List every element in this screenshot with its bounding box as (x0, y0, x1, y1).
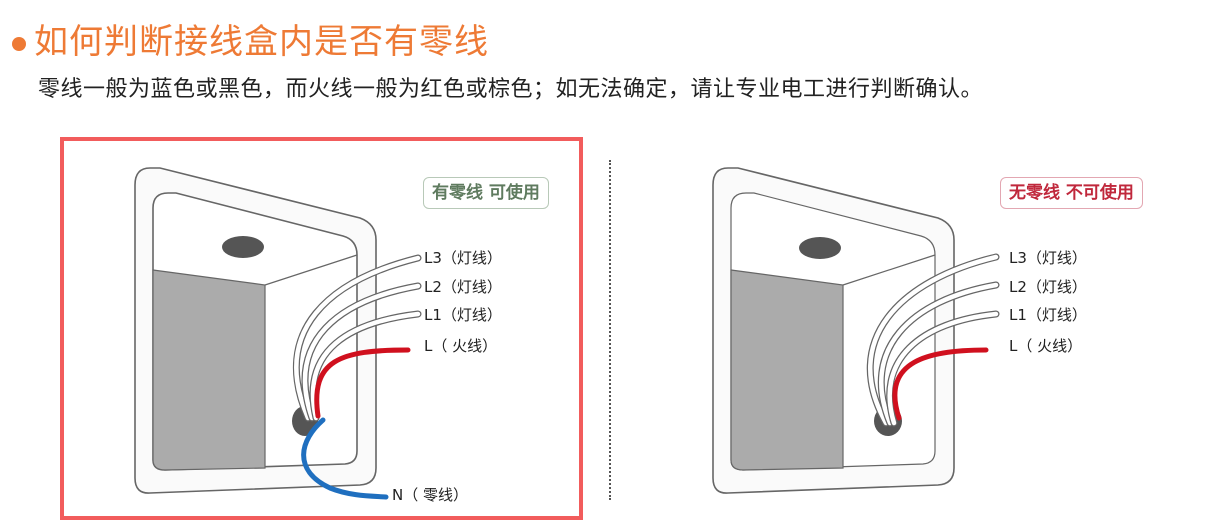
label-l3: L3（灯线） (424, 249, 502, 267)
wires-right (866, 253, 1000, 427)
wires-left (293, 254, 422, 500)
section-heading: 如何判断接线盒内是否有零线 (12, 20, 489, 64)
dotted-divider (609, 160, 611, 500)
junction-box-left (134, 167, 377, 494)
status-badge-unusable: 无零线 不可使用 (1000, 177, 1143, 209)
junction-box-right (712, 167, 955, 494)
label-neutral: N（ 零线） (392, 486, 468, 504)
label-l3-right: L3（灯线） (1009, 249, 1087, 267)
label-l2: L2（灯线） (424, 278, 502, 296)
label-l2-right: L2（灯线） (1009, 278, 1087, 296)
description-text: 零线一般为蓝色或黑色，而火线一般为红色或棕色；如无法确定，请让专业电工进行判断确… (38, 77, 984, 102)
page-title: 如何判断接线盒内是否有零线 (34, 22, 489, 62)
label-l1-right: L1（灯线） (1009, 306, 1087, 324)
label-live-right: L（ 火线） (1009, 337, 1083, 355)
label-live: L（ 火线） (424, 337, 498, 355)
bullet-icon (12, 37, 26, 51)
label-l1: L1（灯线） (424, 306, 502, 324)
status-badge-usable: 有零线 可使用 (423, 177, 549, 209)
highlight-frame (60, 137, 583, 520)
